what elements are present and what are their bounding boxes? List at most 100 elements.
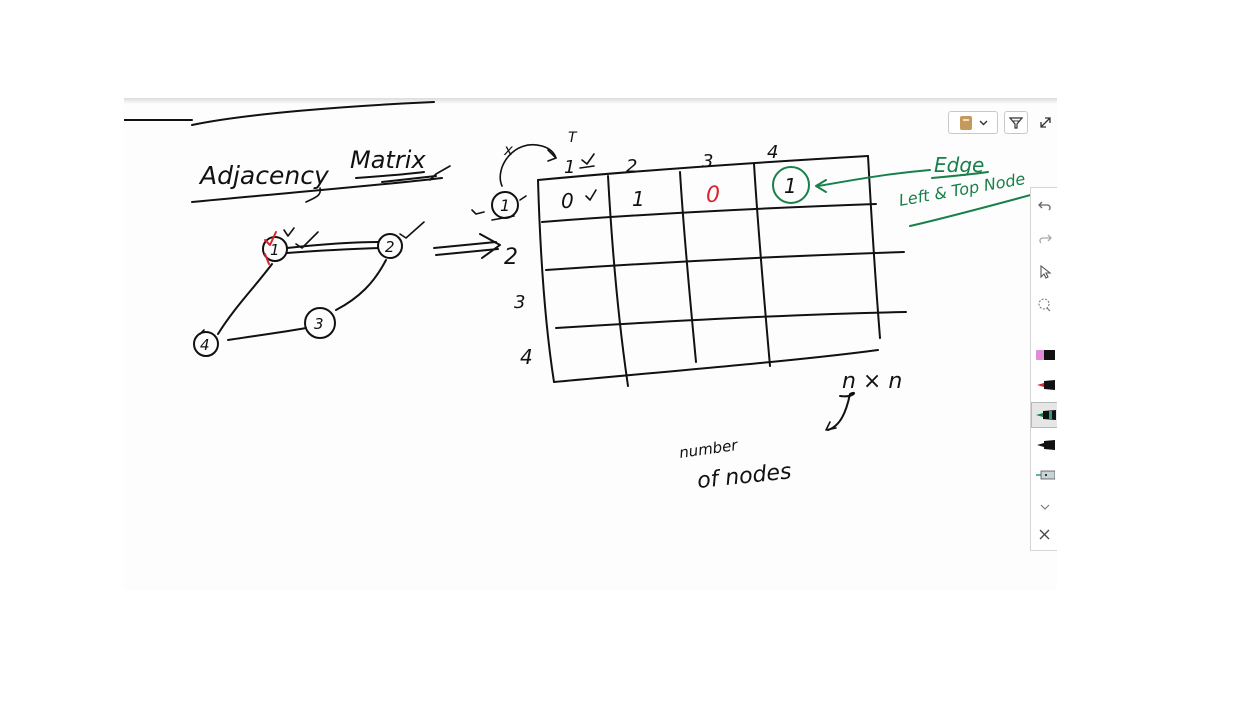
graph-node-3-label: 3	[314, 315, 324, 333]
top-toolbar	[948, 110, 1056, 135]
column-header-1: 1	[564, 157, 575, 178]
canvas-top-edge	[124, 98, 1057, 104]
underline-hook	[305, 187, 322, 203]
arrow-to-matrix	[433, 241, 497, 249]
pen-black-icon	[1036, 440, 1055, 450]
graph-edge-3-4	[227, 327, 307, 341]
title-adjacency: Adjacency	[198, 161, 330, 190]
matrix-column-line	[867, 155, 881, 339]
chevron-down-icon	[979, 120, 987, 125]
checkmark	[581, 153, 595, 165]
pen-green-tool-button[interactable]	[1031, 402, 1057, 428]
title-underline-matrix	[381, 175, 437, 183]
curved-pointer-arrow	[499, 143, 557, 187]
red-checkmark	[264, 231, 277, 246]
undo-icon	[1037, 201, 1051, 211]
row-header-2: 2	[504, 245, 518, 270]
lasso-icon	[1038, 297, 1051, 311]
chevron-down-icon	[1040, 504, 1049, 510]
matrix-bottom-line	[553, 349, 879, 383]
matrix-column-line	[753, 163, 771, 367]
graph-node-4	[193, 331, 219, 357]
close-toolbar-button[interactable]	[1031, 521, 1057, 547]
matrix-column-line	[607, 175, 629, 387]
row-header-3: 3	[514, 292, 525, 313]
graph-edge-2-3	[335, 259, 387, 311]
pen-green-icon	[1035, 410, 1056, 420]
graph-node-2	[377, 233, 403, 259]
tick	[579, 165, 595, 169]
edge-underline	[931, 171, 989, 179]
column-marker-top: T	[568, 130, 578, 146]
matrix-row-line	[555, 311, 907, 329]
redo-button[interactable]	[1031, 225, 1057, 251]
graph-node-1-label: 1	[270, 241, 280, 259]
checkmark	[585, 189, 597, 201]
checkmark	[295, 231, 319, 249]
matrix-column-line	[679, 171, 697, 363]
title-matrix: Matrix	[350, 146, 426, 174]
size-formula: n × n	[842, 369, 902, 394]
highlighter-tool-button[interactable]	[1031, 342, 1057, 368]
tick	[491, 215, 515, 221]
pen-red-icon	[1036, 380, 1055, 390]
matrix-row-line	[541, 203, 877, 223]
arrow-head	[815, 179, 827, 193]
pen-red-tool-button[interactable]	[1031, 372, 1057, 398]
cell-1-1: 0	[561, 189, 574, 213]
cell-1-3: 0	[706, 183, 720, 208]
row-header-1: 1	[500, 196, 510, 215]
column-header-3: 3	[702, 151, 713, 172]
redo-icon	[1038, 234, 1052, 244]
checkmark	[399, 221, 425, 239]
ruler-icon	[1035, 470, 1055, 480]
graph-node-1	[262, 236, 288, 262]
filter-button[interactable]	[1004, 111, 1028, 134]
notebook-icon	[959, 115, 972, 130]
tick	[199, 329, 205, 335]
checkmark	[429, 165, 451, 181]
close-icon	[1039, 529, 1050, 539]
notebook-button[interactable]	[948, 111, 998, 134]
column-header-4: 4	[767, 142, 778, 163]
row-header-4: 4	[520, 345, 533, 369]
undo-button[interactable]	[1031, 192, 1057, 218]
checkmark	[283, 227, 295, 237]
cell-1-2: 1	[632, 187, 645, 211]
size-note-line1: number	[678, 436, 739, 462]
filter-icon	[1009, 116, 1023, 129]
column-marker: x	[503, 141, 513, 159]
graph-node-2-label: 2	[385, 238, 395, 256]
whiteboard-canvas[interactable]: Adjacency Matrix 1 2 3 4	[124, 98, 1057, 590]
select-tool-button[interactable]	[1031, 259, 1057, 285]
brace-arrow	[827, 391, 856, 431]
column-header-2: 2	[626, 156, 637, 177]
expand-button[interactable]	[1034, 111, 1056, 134]
graph-edge-1-2	[286, 247, 379, 254]
tick	[471, 209, 485, 215]
red-mark	[264, 253, 270, 265]
arrow-head	[479, 233, 501, 259]
expand-icon	[1039, 117, 1051, 128]
matrix-top-line	[537, 155, 869, 181]
ink-layer: Adjacency Matrix 1 2 3 4	[124, 101, 1057, 494]
cell-1-4: 1	[784, 174, 797, 198]
arrow-head	[825, 421, 837, 431]
size-note-line2: of nodes	[696, 459, 793, 494]
lasso-tool-button[interactable]	[1031, 292, 1057, 318]
pen-black-tool-button[interactable]	[1031, 432, 1057, 458]
pointer-icon	[1039, 265, 1052, 279]
title-underline-matrix	[355, 171, 425, 179]
graph-edge-1-2	[286, 241, 379, 249]
arrow-head	[547, 149, 557, 162]
edge-arrow	[817, 169, 931, 187]
ruler-tool-button[interactable]	[1031, 462, 1057, 488]
highlighter-icon	[1035, 350, 1055, 360]
title-underline	[191, 177, 443, 203]
more-tools-button[interactable]	[1031, 494, 1057, 520]
stray-stroke	[191, 101, 435, 126]
matrix-column-line	[537, 179, 555, 383]
graph-edge-1-4	[217, 263, 273, 335]
graph-node-3	[304, 307, 336, 339]
